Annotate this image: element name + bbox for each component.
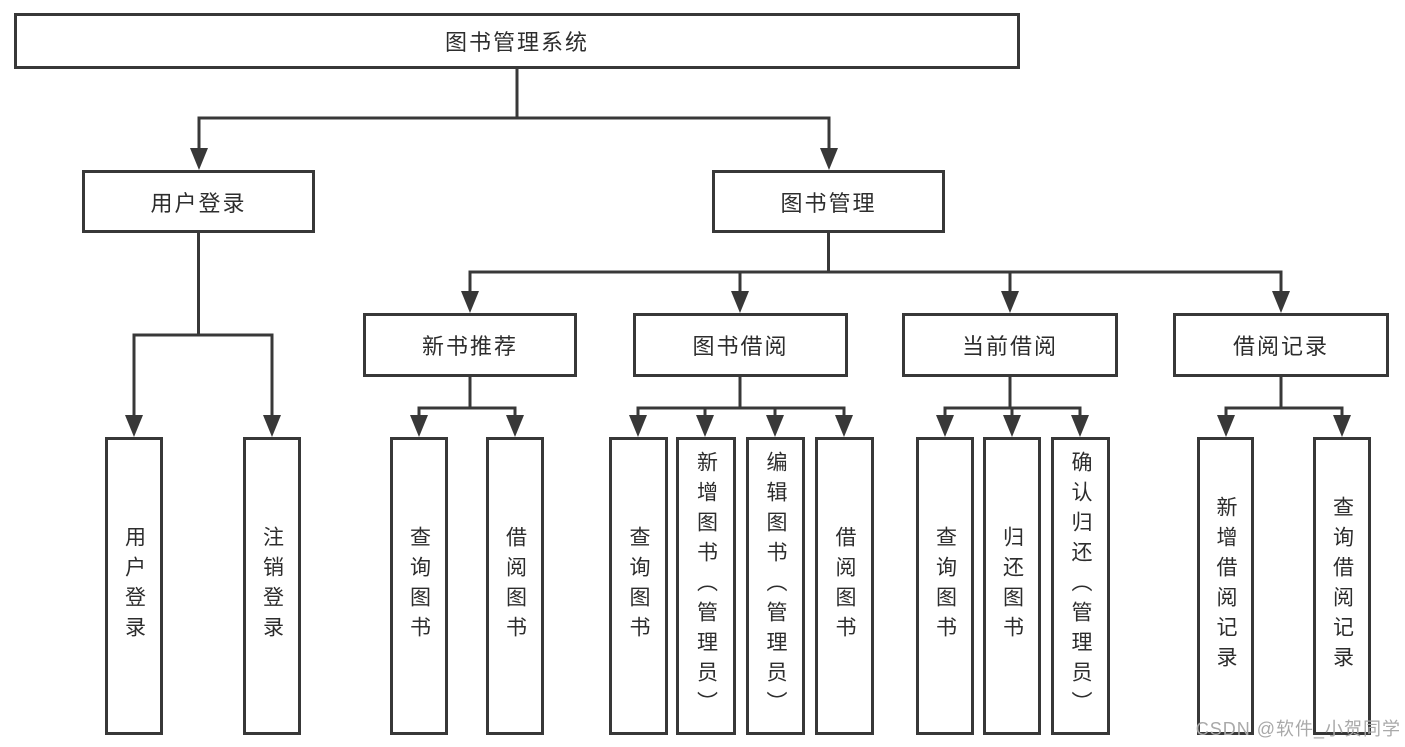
node-label: 图书借阅 bbox=[692, 334, 789, 359]
node-borrow-books-recommend: 借阅图书 bbox=[486, 437, 544, 735]
node-label: 图书管理 bbox=[780, 190, 877, 216]
node-label: 归还图书 bbox=[1000, 526, 1024, 646]
node-library-management-system: 图书管理系统 bbox=[14, 13, 1020, 69]
node-edit-books-admin: 编辑图书（管理员） bbox=[746, 437, 805, 735]
node-label: 用户登录 bbox=[150, 190, 247, 216]
node-borrow-books: 借阅图书 bbox=[815, 437, 874, 735]
connector-path bbox=[132, 67, 1344, 419]
node-label: 借阅记录 bbox=[1232, 334, 1329, 359]
node-label: 注销登录 bbox=[260, 526, 284, 646]
node-label: 查询图书 bbox=[407, 526, 431, 646]
node-label: 图书管理系统 bbox=[444, 30, 589, 55]
node-query-books-borrow: 查询图书 bbox=[609, 437, 668, 735]
node-confirm-return-admin: 确认归还（管理员） bbox=[1051, 437, 1110, 735]
node-label: 查询图书 bbox=[627, 526, 651, 646]
node-label: 查询图书 bbox=[933, 526, 957, 646]
node-label: 当前借阅 bbox=[961, 334, 1058, 359]
node-user-login: 用户登录 bbox=[105, 437, 163, 735]
node-label: 借阅图书 bbox=[833, 526, 857, 646]
node-current-borrowing: 当前借阅 bbox=[902, 313, 1118, 377]
node-label: 新增借阅记录 bbox=[1214, 496, 1238, 676]
node-label: 编辑图书（管理员） bbox=[764, 451, 788, 721]
node-label: 查询借阅记录 bbox=[1330, 496, 1354, 676]
node-borrowing-records: 借阅记录 bbox=[1173, 313, 1389, 377]
node-label: 确认归还（管理员） bbox=[1069, 451, 1093, 721]
node-label: 新书推荐 bbox=[421, 334, 518, 359]
node-query-books-current: 查询图书 bbox=[916, 437, 974, 735]
node-query-books-recommend: 查询图书 bbox=[390, 437, 448, 735]
node-logout: 注销登录 bbox=[243, 437, 301, 735]
csdn-watermark: CSDN @软件_小贺同学 bbox=[1195, 719, 1401, 739]
node-label: 借阅图书 bbox=[503, 526, 527, 646]
node-add-borrow-record: 新增借阅记录 bbox=[1197, 437, 1254, 735]
node-add-books-admin: 新增图书（管理员） bbox=[676, 437, 736, 735]
node-book-management-module: 图书管理 bbox=[712, 170, 945, 233]
node-return-books: 归还图书 bbox=[983, 437, 1041, 735]
arrowheads bbox=[125, 148, 1351, 437]
node-user-login-module: 用户登录 bbox=[82, 170, 315, 233]
node-book-borrowing: 图书借阅 bbox=[633, 313, 848, 377]
node-new-book-recommendation: 新书推荐 bbox=[363, 313, 577, 377]
node-query-borrow-record: 查询借阅记录 bbox=[1313, 437, 1371, 735]
node-label: 用户登录 bbox=[122, 526, 146, 646]
node-label: 新增图书（管理员） bbox=[694, 451, 718, 721]
